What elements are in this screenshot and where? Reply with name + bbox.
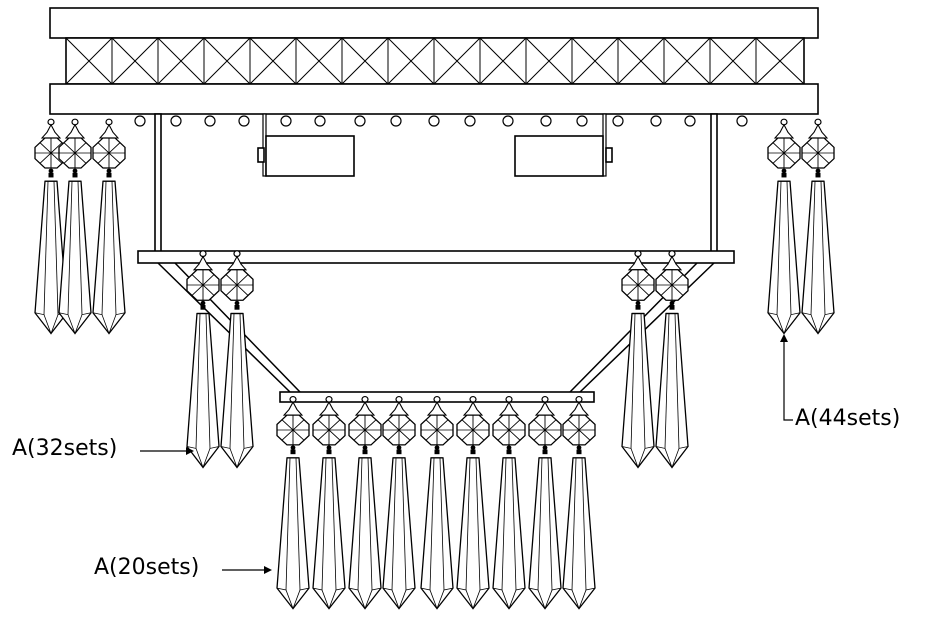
lamp-holder-left bbox=[257, 113, 355, 177]
callout-leaders bbox=[140, 334, 793, 574]
lattice-band bbox=[65, 37, 805, 85]
top-canopy bbox=[49, 7, 819, 115]
callout-a32: A(32sets) bbox=[12, 436, 118, 461]
lamp-holder-right bbox=[514, 113, 613, 177]
callout-a44: A(44sets) bbox=[795, 406, 901, 431]
bead-ring bbox=[134, 115, 748, 127]
pendants-lower-tier bbox=[276, 395, 596, 610]
callout-a20: A(20sets) bbox=[94, 555, 200, 580]
